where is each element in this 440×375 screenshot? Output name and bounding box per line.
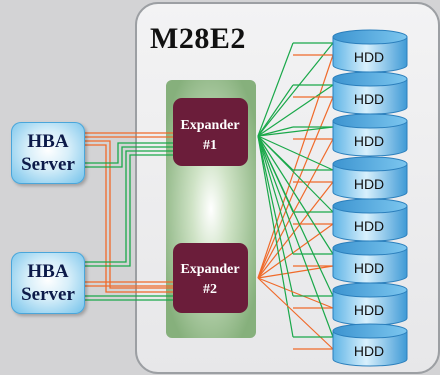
hdd-8[interactable] (332, 323, 408, 367)
expander-1-number: #1 (203, 138, 217, 153)
enclosure-title: M28E2 (150, 22, 246, 55)
link-exp1-hdd6-tail (257, 135, 294, 255)
link-exp2-hdd3 (257, 138, 334, 279)
hdd-7[interactable] (332, 282, 408, 326)
hdd-4-label: HDD (353, 176, 385, 192)
hdd-5[interactable] (332, 198, 408, 242)
link-exp1-hdd8-tail (257, 135, 294, 338)
hdd-2-label: HDD (353, 91, 385, 107)
hba-server-1-line1: HBA (27, 131, 69, 152)
hdd-6-top (332, 240, 408, 256)
expander-1-box (173, 98, 248, 166)
link-hba2-exp1-a (85, 150, 200, 263)
link-exp2-hdd1 (257, 54, 334, 279)
hba-server-2-line2: Server (21, 284, 75, 305)
link-exp1-hdd1 (257, 42, 334, 137)
hdd-6-label: HDD (353, 260, 385, 276)
hba-server-2[interactable]: HBA Server (11, 252, 85, 314)
hdd-5-top (332, 198, 408, 214)
hdd-5-label: HDD (353, 218, 385, 234)
link-exp1-hdd2 (257, 84, 334, 137)
hdd-3-body (332, 120, 408, 157)
hdd-1-top (332, 29, 408, 45)
hdd-7-label: HDD (353, 302, 385, 318)
link-hba1-exp2-a (85, 140, 200, 289)
hdd-4-top (332, 156, 408, 172)
hdd-stack (332, 29, 408, 367)
link-exp2-hdd4 (257, 181, 334, 279)
link-exp1-hdd3 (257, 126, 334, 137)
link-exp2-hdd5 (257, 223, 334, 279)
hdd-1[interactable] (332, 29, 408, 73)
hdd-2[interactable] (332, 71, 408, 115)
link-exp1-hdd8 (257, 135, 334, 338)
link-exp1-hdd3-tail (257, 126, 294, 137)
expander-2-number: #2 (203, 282, 217, 297)
link-hba1-exp2-b (85, 144, 200, 293)
hdd-8-body (332, 330, 408, 367)
hdd-7-top (332, 282, 408, 298)
expander-2-name: Expander (180, 262, 240, 277)
hdd-1-label: HDD (353, 49, 385, 65)
link-hba2-exp1-b (85, 154, 200, 267)
expander-1[interactable]: Expander #1 (173, 116, 247, 156)
links (85, 42, 334, 350)
link-exp1-hdd6 (257, 135, 334, 255)
hdd-6[interactable] (332, 240, 408, 284)
link-hba1-green-a (85, 142, 200, 164)
hdd-3-top (332, 113, 408, 129)
link-exp1-hdd4 (257, 135, 334, 171)
link-exp1-hdd7-tail (257, 135, 294, 297)
expander-2[interactable]: Expander #2 (173, 260, 247, 300)
expander-2-box (173, 243, 248, 313)
hdd-4[interactable] (332, 156, 408, 200)
hba-server-1[interactable]: HBA Server (11, 122, 85, 184)
hba-server-2-line1: HBA (27, 261, 69, 282)
link-hba1-green-b (85, 146, 200, 168)
link-exp1-hdd5 (257, 135, 334, 213)
expander-1-name: Expander (180, 118, 240, 133)
hdd-3[interactable] (332, 113, 408, 157)
hdd-8-top (332, 323, 408, 339)
hdd-2-top (332, 71, 408, 87)
link-exp1-hdd7 (257, 135, 334, 297)
link-exp1-hdd1-tail (257, 42, 294, 137)
link-exp1-hdd2-tail (257, 84, 294, 137)
hba-server-1-line2: Server (21, 154, 75, 175)
hdd-3-label: HDD (353, 133, 385, 149)
hdd-8-label: HDD (353, 343, 385, 359)
